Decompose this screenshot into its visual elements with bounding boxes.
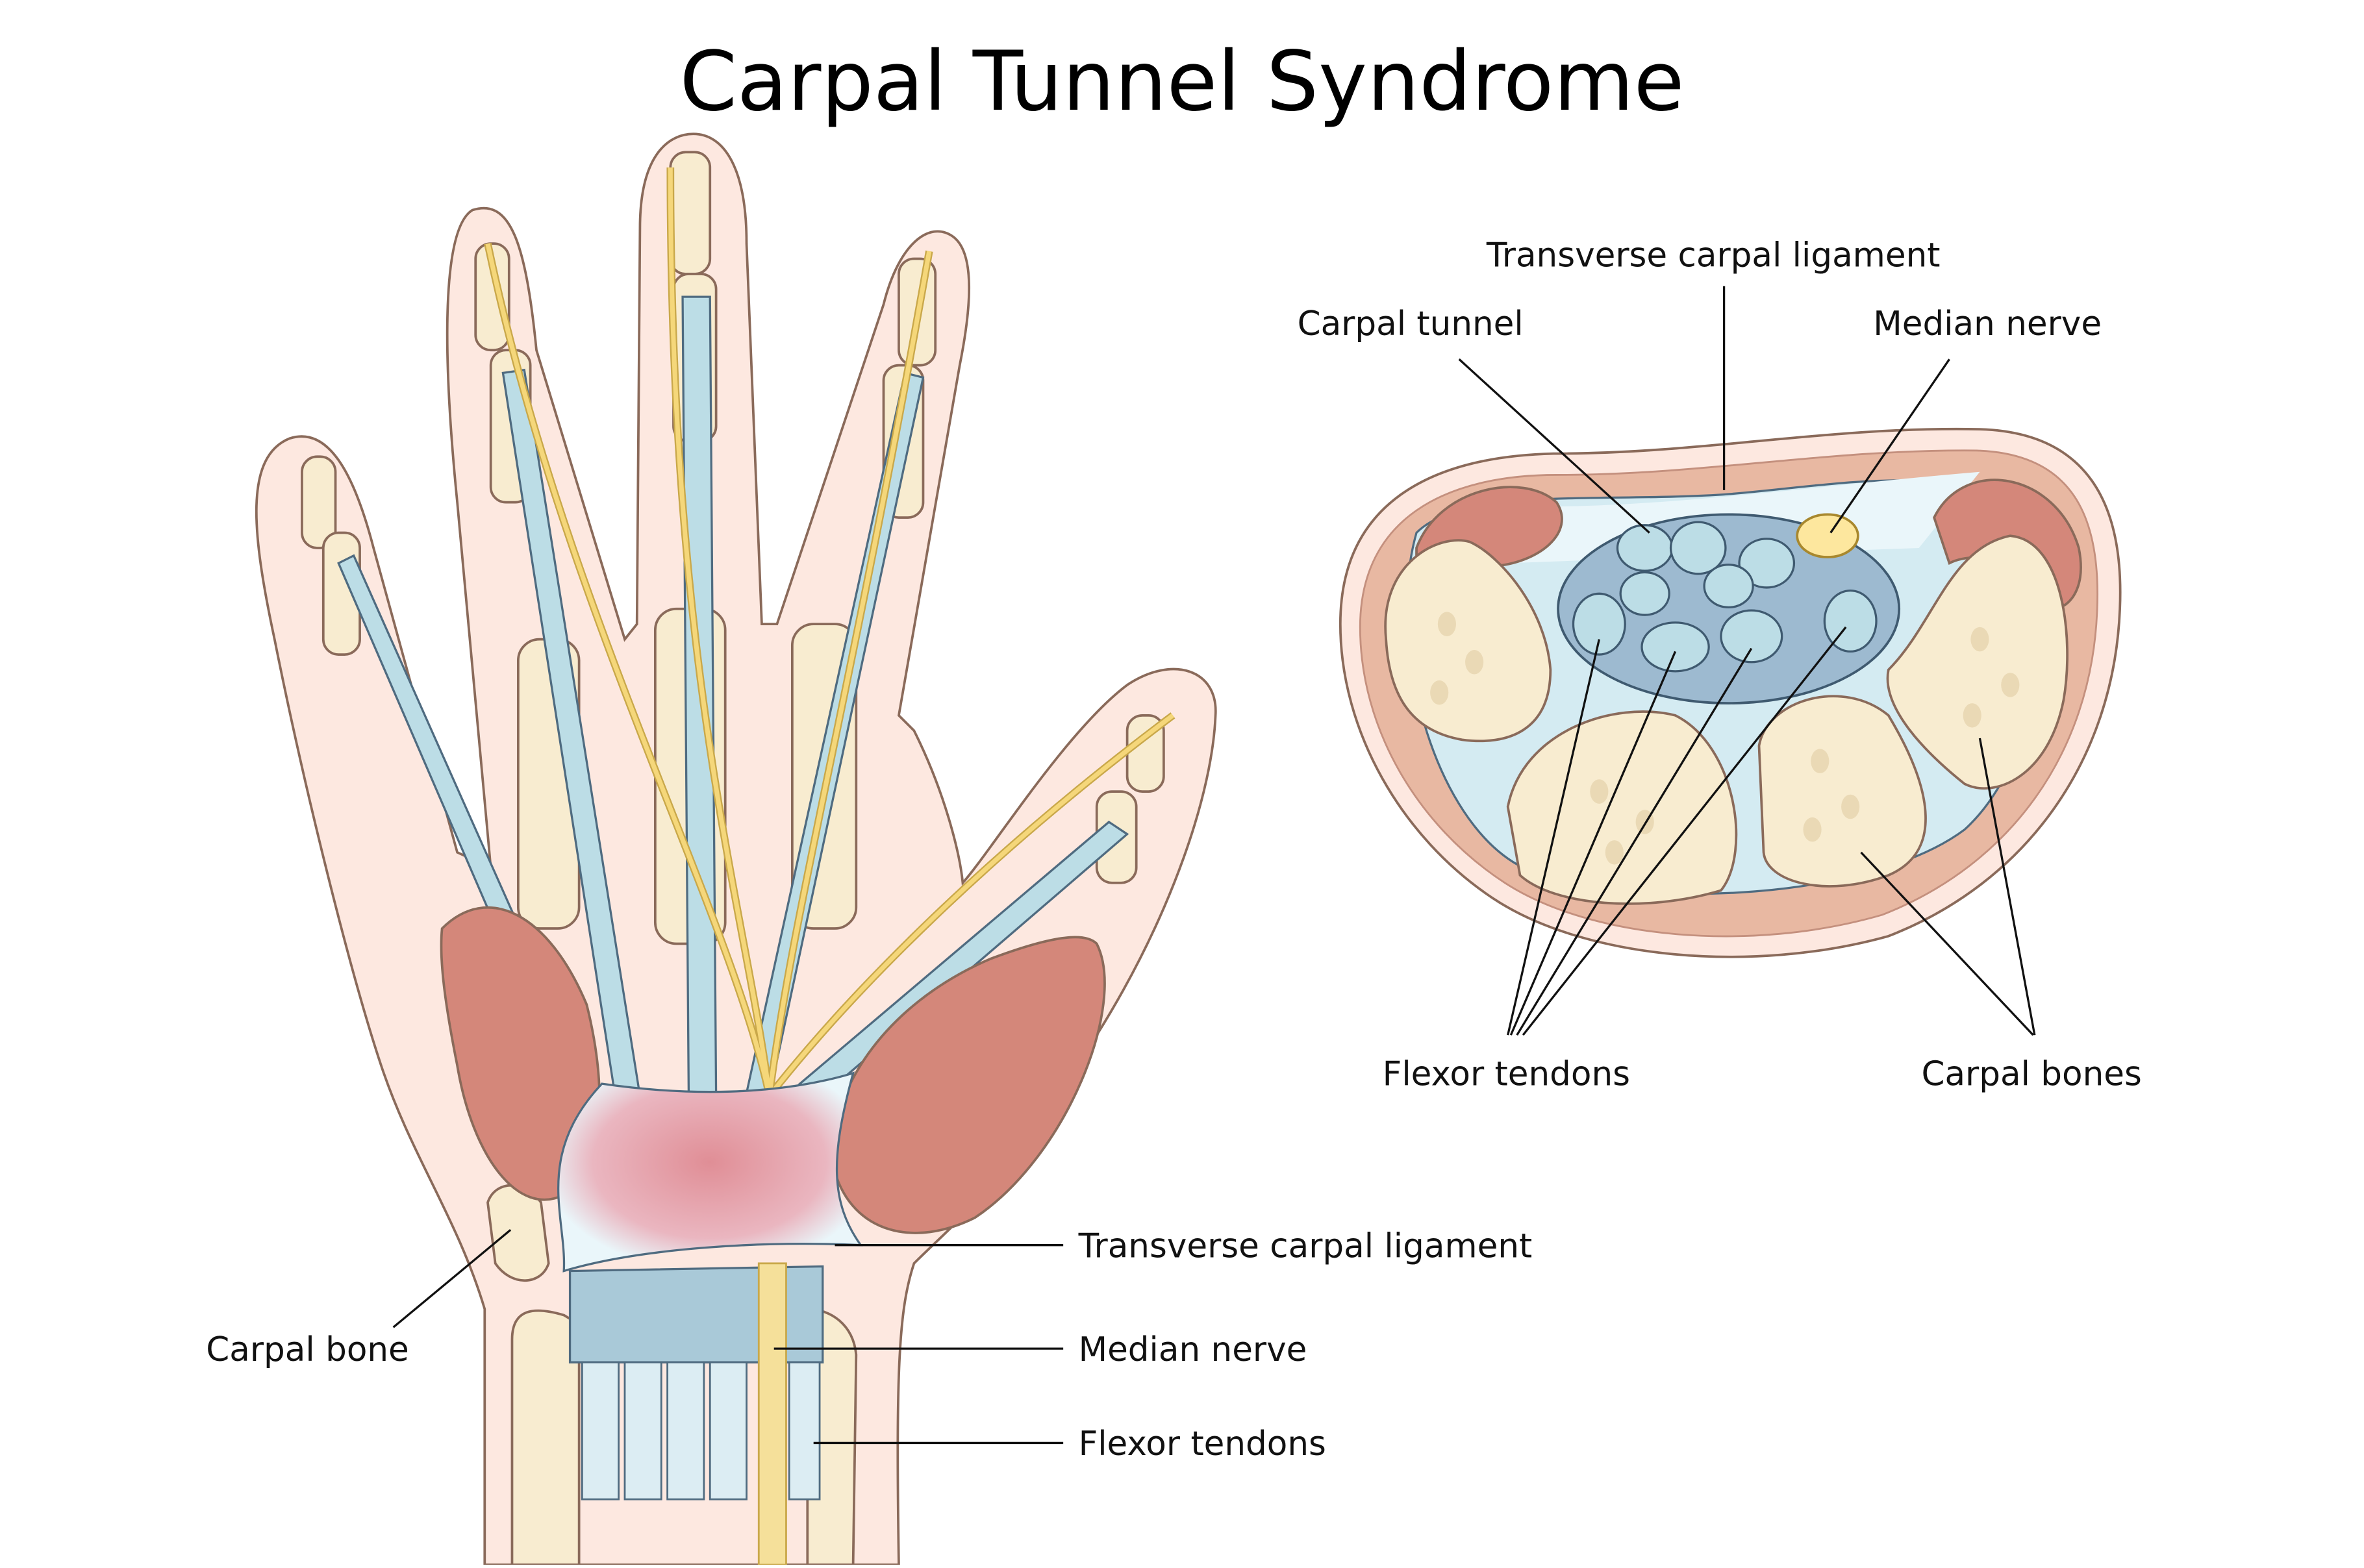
hand-illustration <box>255 132 1217 1566</box>
label-median-nerve: Median nerve <box>1079 1330 1307 1369</box>
label-carpal-bone: Carpal bone <box>206 1330 409 1369</box>
cs-median-nerve <box>1796 513 1859 558</box>
hand-median-nerve <box>757 1262 787 1566</box>
cs-label-carpal-tunnel: Carpal tunnel <box>1298 305 1524 343</box>
cs-flexor-tendons <box>1572 521 1878 673</box>
radius-bone <box>510 1309 581 1566</box>
label-transverse-carpal-ligament: Transverse carpal ligament <box>1078 1226 1533 1265</box>
hand-flexor-tendons <box>337 295 1129 1104</box>
cs-carpal-bones <box>1384 534 2068 905</box>
cs-label-flexor-tendons: Flexor tendons <box>1383 1055 1630 1094</box>
cs-label-transverse-carpal-ligament: Transverse carpal ligament <box>1486 236 1941 275</box>
cs-bone-texture <box>1430 612 2020 865</box>
label-flexor-tendons: Flexor tendons <box>1079 1425 1326 1463</box>
thenar-muscle <box>832 936 1106 1234</box>
forearm-tendons <box>581 1361 821 1500</box>
hand-labels[interactable]: Transverse carpal ligament Median nerve … <box>206 1226 1532 1463</box>
carpal-bone <box>486 1184 550 1282</box>
diagram-title: Carpal Tunnel Syndrome <box>679 33 1684 129</box>
cross-section-illustration <box>1339 427 2122 958</box>
cs-label-median-nerve: Median nerve <box>1873 305 2102 343</box>
hand-transverse-carpal-ligament <box>557 1071 863 1273</box>
cs-label-carpal-bones: Carpal bones <box>1921 1055 2141 1094</box>
cross-section-labels[interactable]: Transverse carpal ligament Carpal tunnel… <box>1298 236 2142 1093</box>
